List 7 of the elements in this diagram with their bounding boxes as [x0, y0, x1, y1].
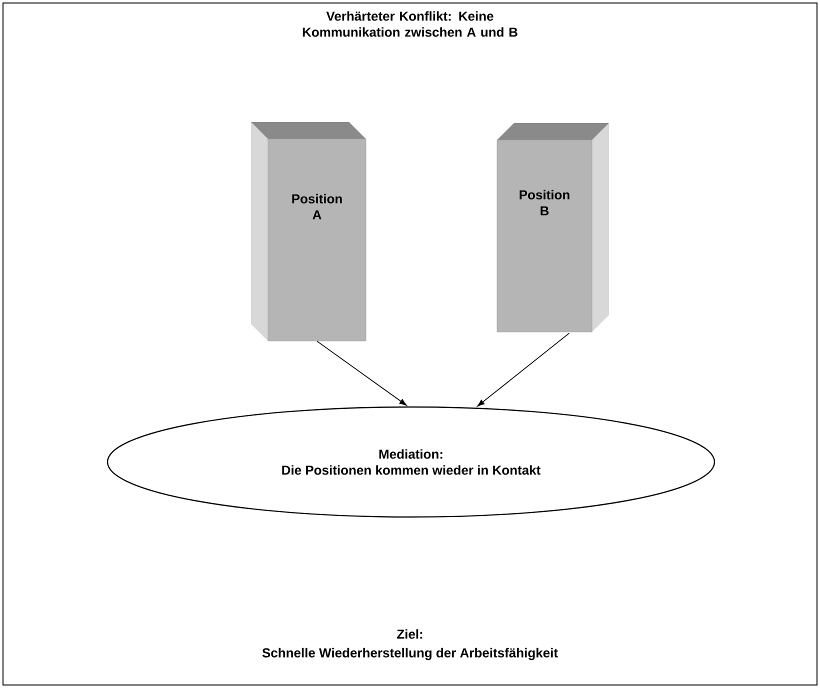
title: Verhärteter Konflikt: Keine Kommunikation zwischen A und B [302, 11, 518, 37]
position-block: Position A [251, 122, 366, 342]
goal-text: Schnelle Wiederherstellung der Arbeitsfähigkeit [262, 648, 558, 660]
arrow [316, 340, 407, 406]
position-block: Position B [496, 123, 609, 332]
goal-text: Ziel: [397, 629, 422, 639]
arrow [477, 332, 570, 407]
